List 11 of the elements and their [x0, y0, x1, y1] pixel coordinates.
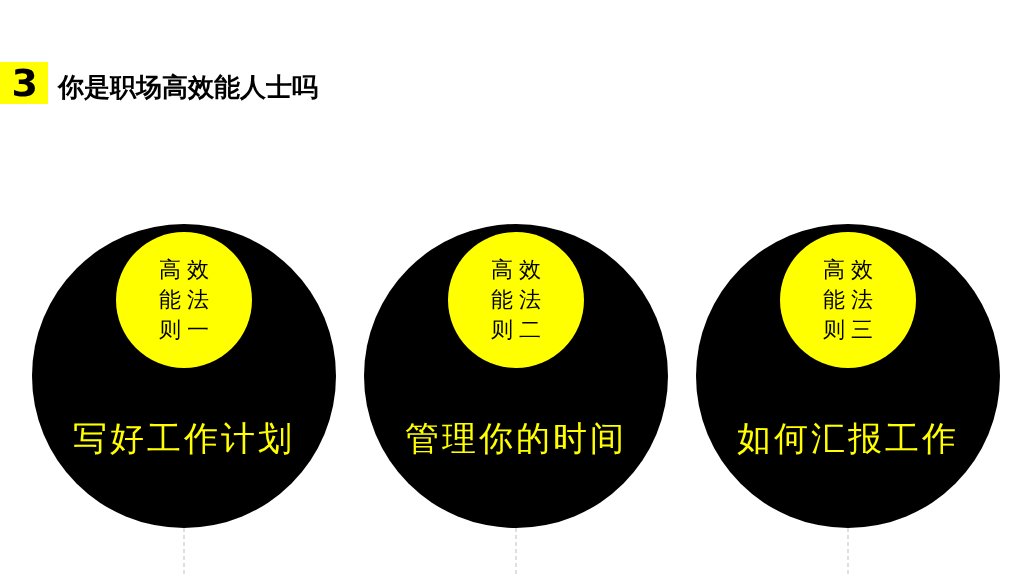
topic-text: 写好工作计划: [72, 417, 296, 460]
dashed-line: [183, 527, 185, 576]
dashed-line: [515, 527, 517, 576]
topic-text: 管理你的时间: [404, 417, 628, 460]
rule-circle: 高效能法则三: [780, 232, 916, 368]
topic-text: 如何汇报工作: [736, 417, 960, 460]
dashed-line: [847, 527, 849, 576]
rule-circle: 高效能法则二: [448, 232, 584, 368]
rule-circle: 高效能法则一: [116, 232, 252, 368]
number-badge: 3: [0, 62, 48, 104]
heading: 你是职场高效能人士吗: [58, 71, 318, 104]
